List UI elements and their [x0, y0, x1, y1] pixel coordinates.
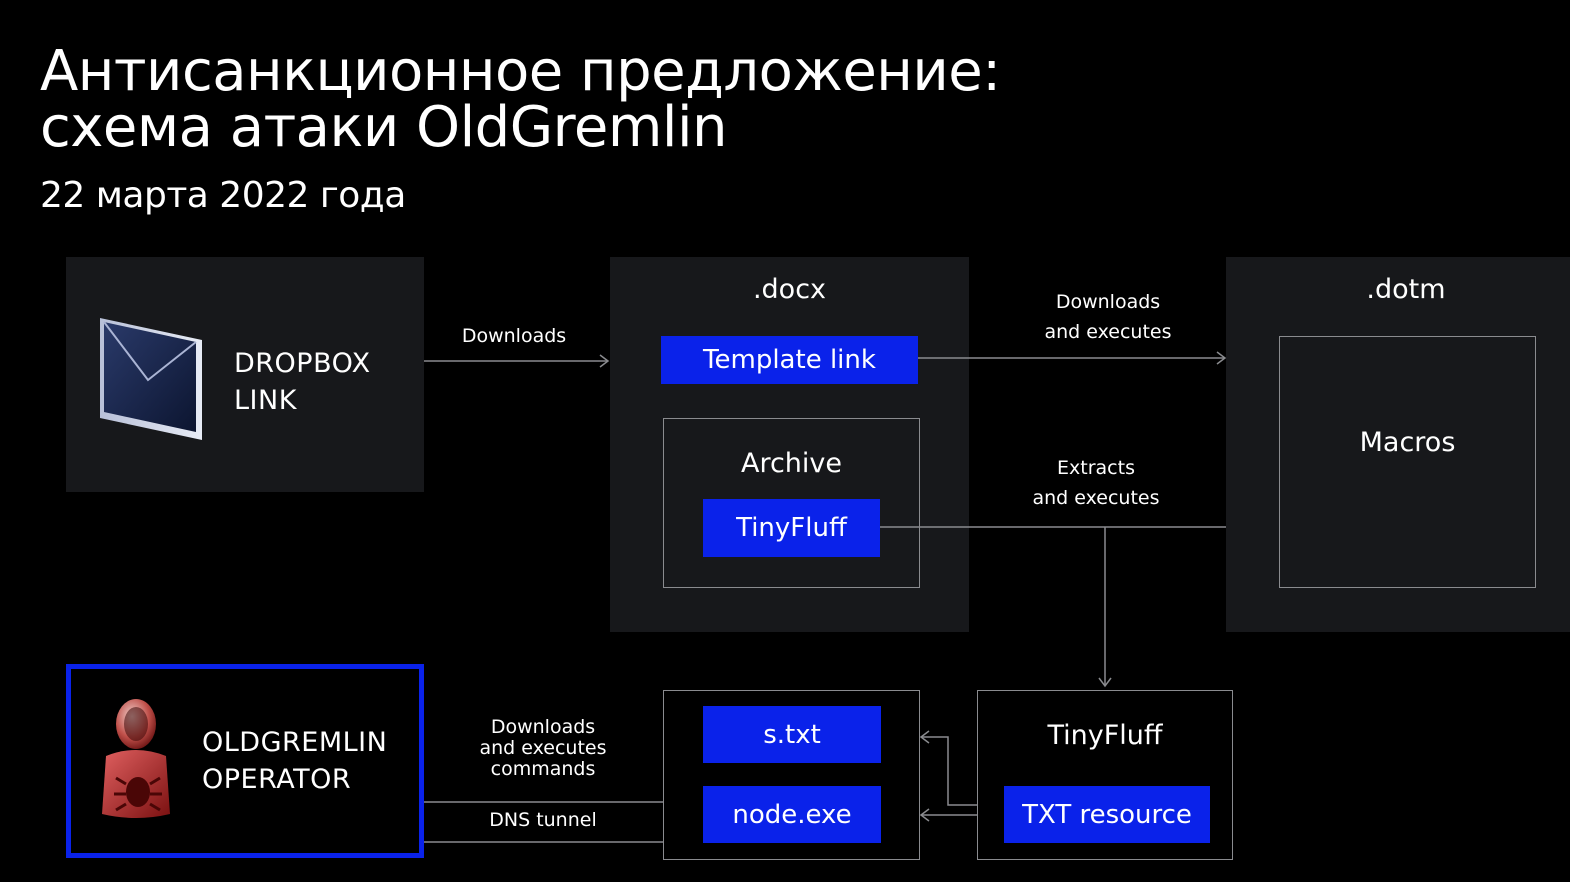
downloads-executes-label: Downloads and executes [1044, 291, 1172, 343]
tinyfluff-button: TinyFluff [703, 499, 880, 557]
title-line-2: схема атаки OldGremlin [40, 95, 728, 160]
operator-label: OLDGREMLIN OPERATOR [202, 727, 388, 795]
template-arrowhead [1216, 351, 1227, 365]
docx-panel [610, 257, 969, 632]
node-exe-button: node.exe [703, 786, 881, 843]
template-link-button: Template link [661, 336, 918, 384]
s-txt-button: s.txt [703, 706, 881, 763]
to-node-arrowhead [919, 808, 930, 822]
page-title: Антисанкционное предложение: схема атаки… [40, 44, 1001, 156]
dropbox-label: DROPBOX LINK [234, 348, 371, 416]
commands-label: Downloads and executes commands [479, 716, 607, 780]
downloads-label: Downloads [461, 325, 567, 347]
tinyfluff-title: TinyFluff [1047, 720, 1163, 751]
dotm-title: .dotm [1366, 274, 1446, 305]
extracts-executes-label: Extracts and executes [1032, 457, 1160, 509]
envelope-icon [100, 318, 202, 440]
gremlin-operator-icon [102, 699, 170, 818]
page-date: 22 марта 2022 года [40, 175, 406, 216]
title-line-1: Антисанкционное предложение: [40, 39, 1001, 104]
to-stxt-arrow [921, 736, 977, 806]
dns-tunnel-label: DNS tunnel [489, 809, 597, 831]
extract-down-arrowhead [1098, 677, 1112, 688]
txt-resource-button: TXT resource [1004, 786, 1210, 843]
archive-label: Archive [740, 448, 843, 479]
downloads-arrowhead [599, 354, 610, 368]
tinyfluff-box [977, 690, 1233, 860]
archive-box [663, 418, 920, 588]
macros-label: Macros [1359, 427, 1456, 458]
to-stxt-arrowhead [919, 730, 930, 744]
docx-title: .docx [752, 274, 827, 305]
macros-box [1279, 336, 1536, 588]
payloads-box [663, 690, 920, 860]
dotm-panel [1226, 257, 1570, 632]
